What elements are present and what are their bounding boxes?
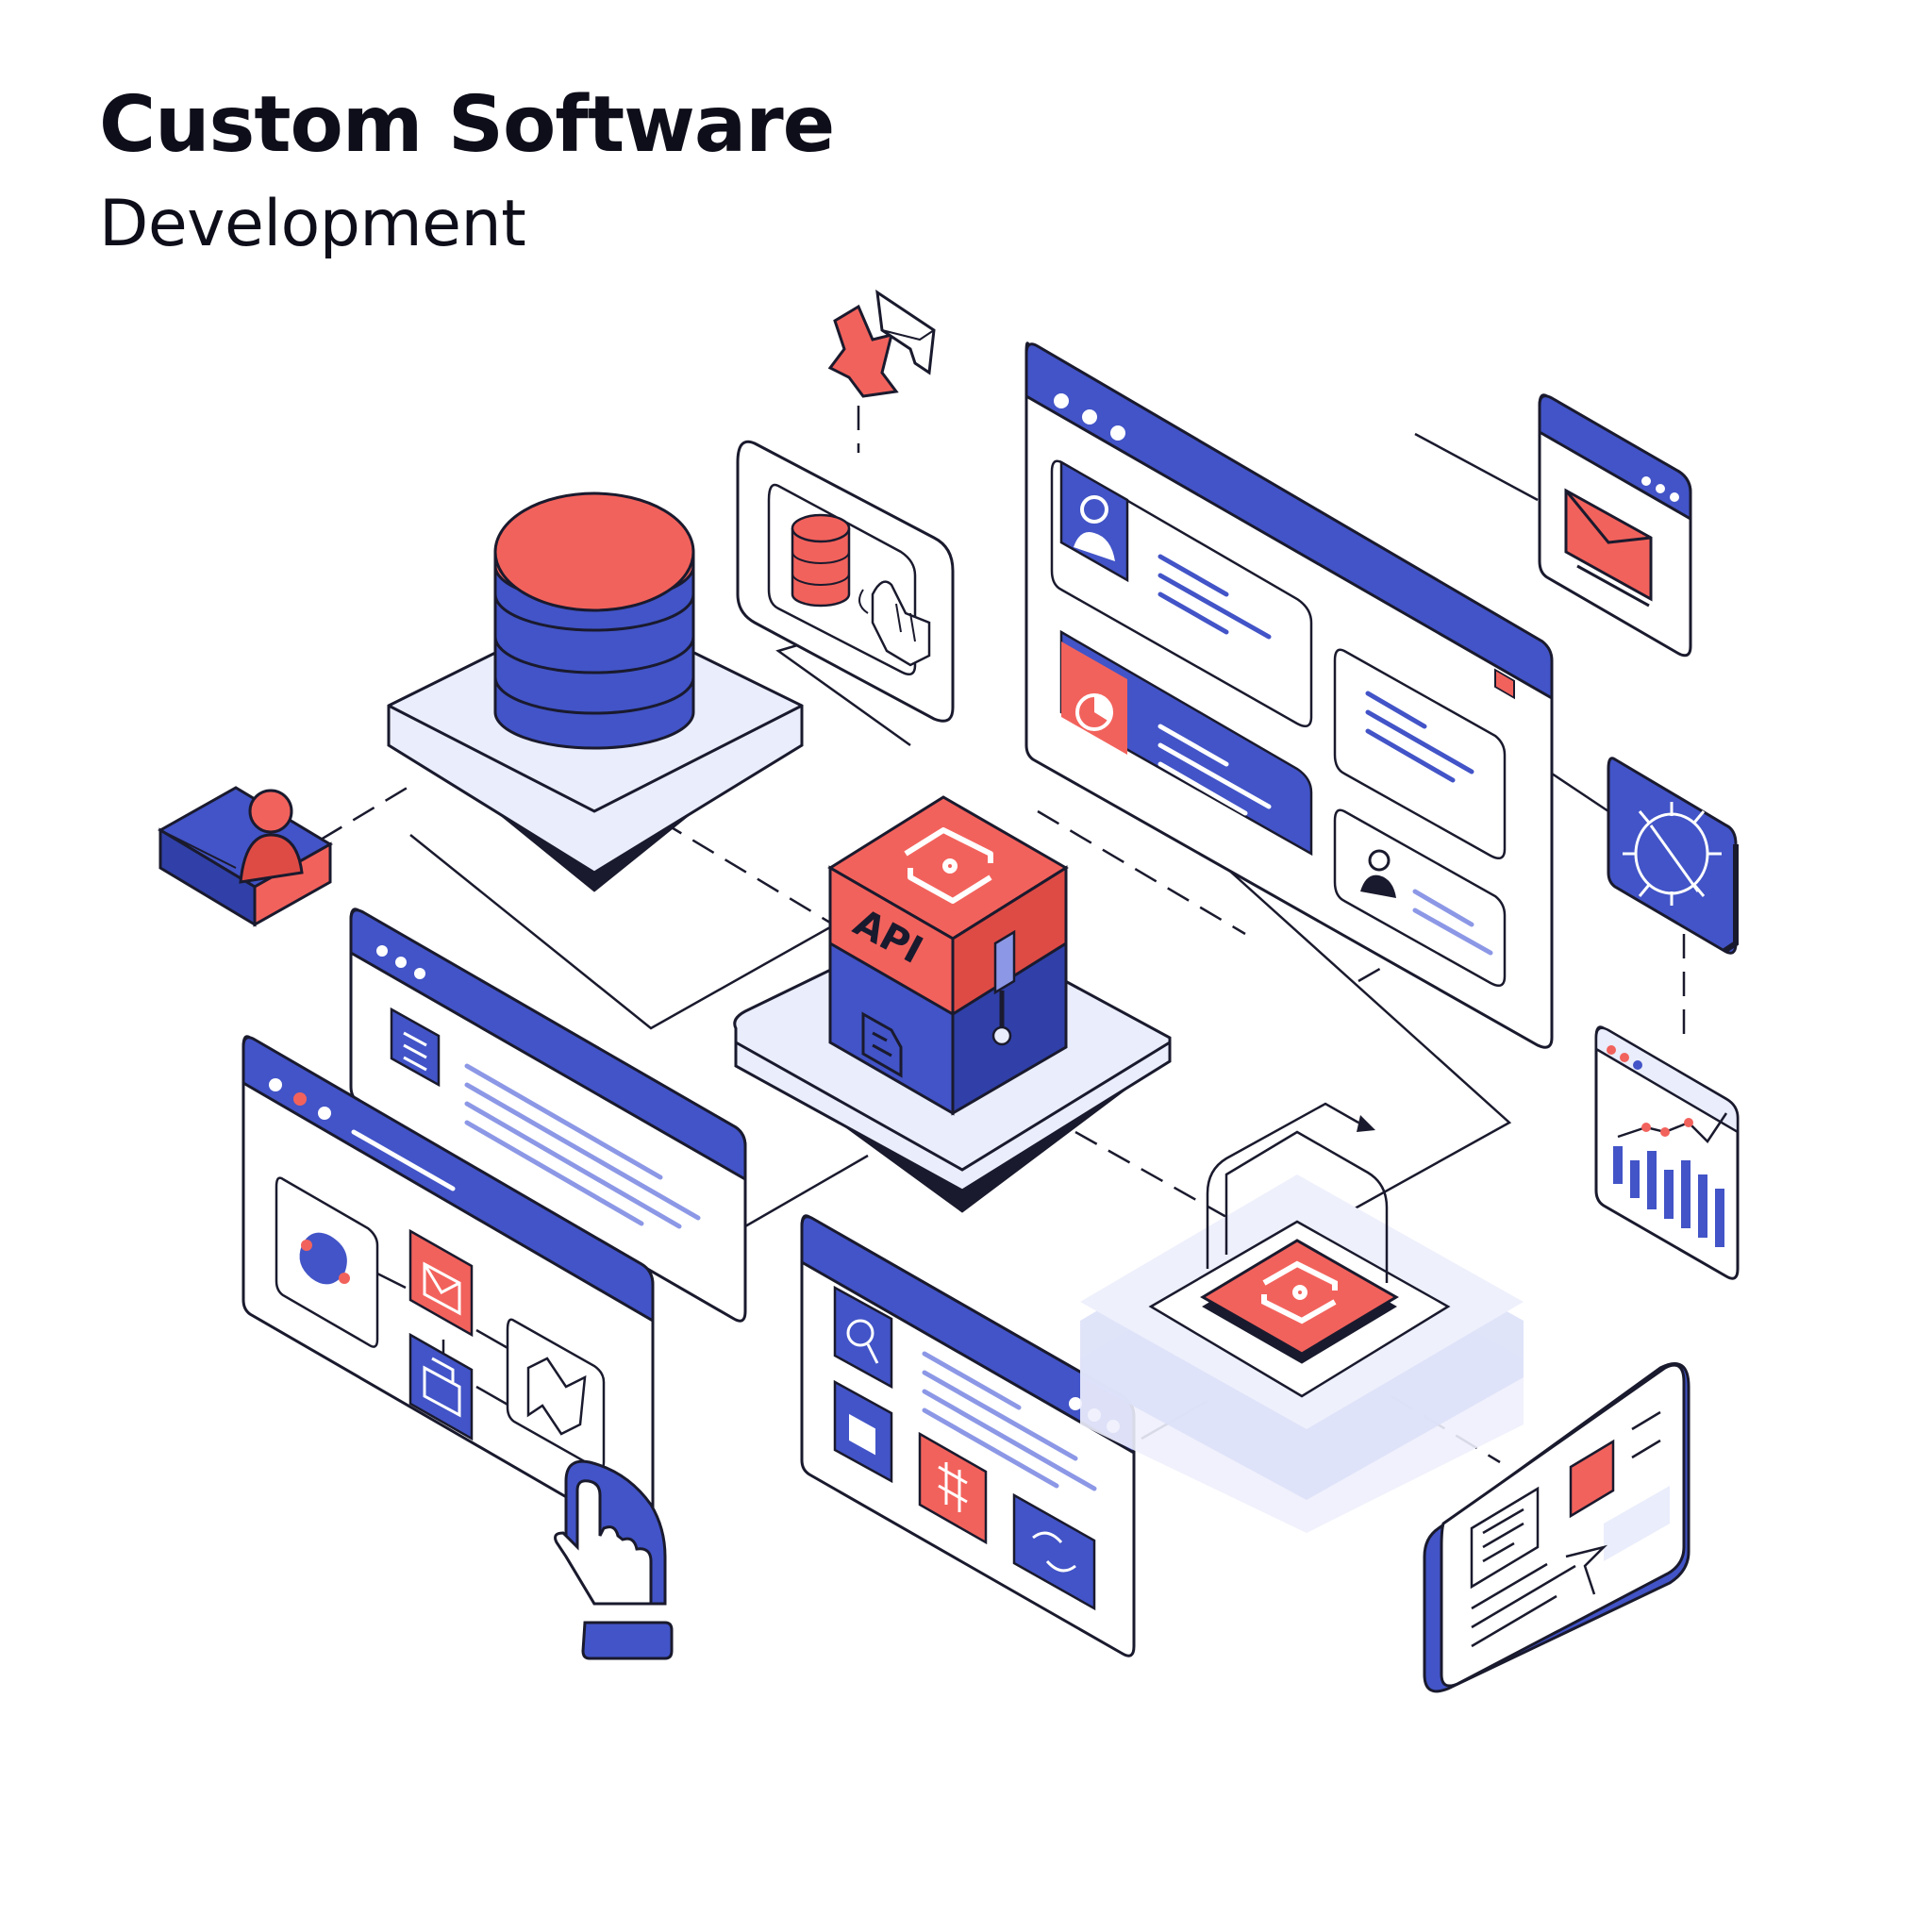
pie-chart-icon	[1075, 693, 1113, 731]
settings-icon	[1623, 802, 1722, 906]
dashboard-browser-window	[1024, 341, 1554, 1049]
chip-icon	[833, 1379, 893, 1484]
secure-platform	[1080, 1102, 1524, 1533]
connector-screen-chart	[1551, 772, 1609, 813]
api-cube-top-symbol	[904, 827, 993, 904]
user-icon	[1074, 495, 1115, 561]
connector-mail-screen	[1414, 432, 1539, 502]
mail-window	[1538, 393, 1692, 658]
database-icon	[493, 491, 695, 750]
mail-icon	[408, 1228, 474, 1338]
api-cube-icon: API	[827, 795, 1069, 1116]
settings-tile	[1607, 757, 1739, 955]
mini-database-icon	[791, 513, 851, 608]
hierarchy-icon	[275, 1176, 379, 1348]
connector-screen-api	[1037, 809, 1246, 936]
content-browser-window	[349, 908, 747, 1323]
tools-browser-window	[800, 1214, 1136, 1657]
connector-db-api	[659, 819, 850, 936]
sync-icon	[1012, 1492, 1096, 1611]
grid-tool-icon	[918, 1431, 988, 1545]
shield-lock-icon	[1261, 1260, 1338, 1324]
user-box-icon	[158, 786, 333, 927]
article-tablet	[1423, 1362, 1690, 1693]
send-icon	[827, 289, 936, 398]
pointer-hand-icon	[858, 580, 931, 667]
connector-user-db	[320, 781, 416, 841]
cursor-icon	[1565, 1544, 1608, 1595]
flag-icon	[1569, 1439, 1615, 1519]
chart-icon	[1613, 1112, 1728, 1247]
search-icon	[833, 1285, 893, 1390]
page-subtitle: Development	[99, 187, 526, 261]
document-icon	[1470, 1486, 1540, 1590]
connector-grid-left	[409, 834, 911, 1030]
printer-icon	[408, 1332, 474, 1441]
connector-browser-api	[744, 1154, 869, 1228]
user-icon	[1360, 849, 1396, 898]
connector-plug-icon	[991, 929, 1016, 1046]
list-icon	[390, 1007, 441, 1088]
connector-api-secure	[1074, 1130, 1227, 1219]
mail-icon	[1564, 488, 1653, 608]
solid-connectors	[409, 432, 1609, 1441]
workflow-browser-window	[242, 1035, 655, 1544]
db-click-card	[736, 440, 955, 723]
connector-grid-right	[1225, 867, 1512, 1219]
page-title: Custom Software	[99, 80, 835, 170]
pointer-hand-icon	[554, 1459, 674, 1660]
document-icon	[861, 1011, 903, 1078]
analytics-window	[1594, 1025, 1740, 1280]
